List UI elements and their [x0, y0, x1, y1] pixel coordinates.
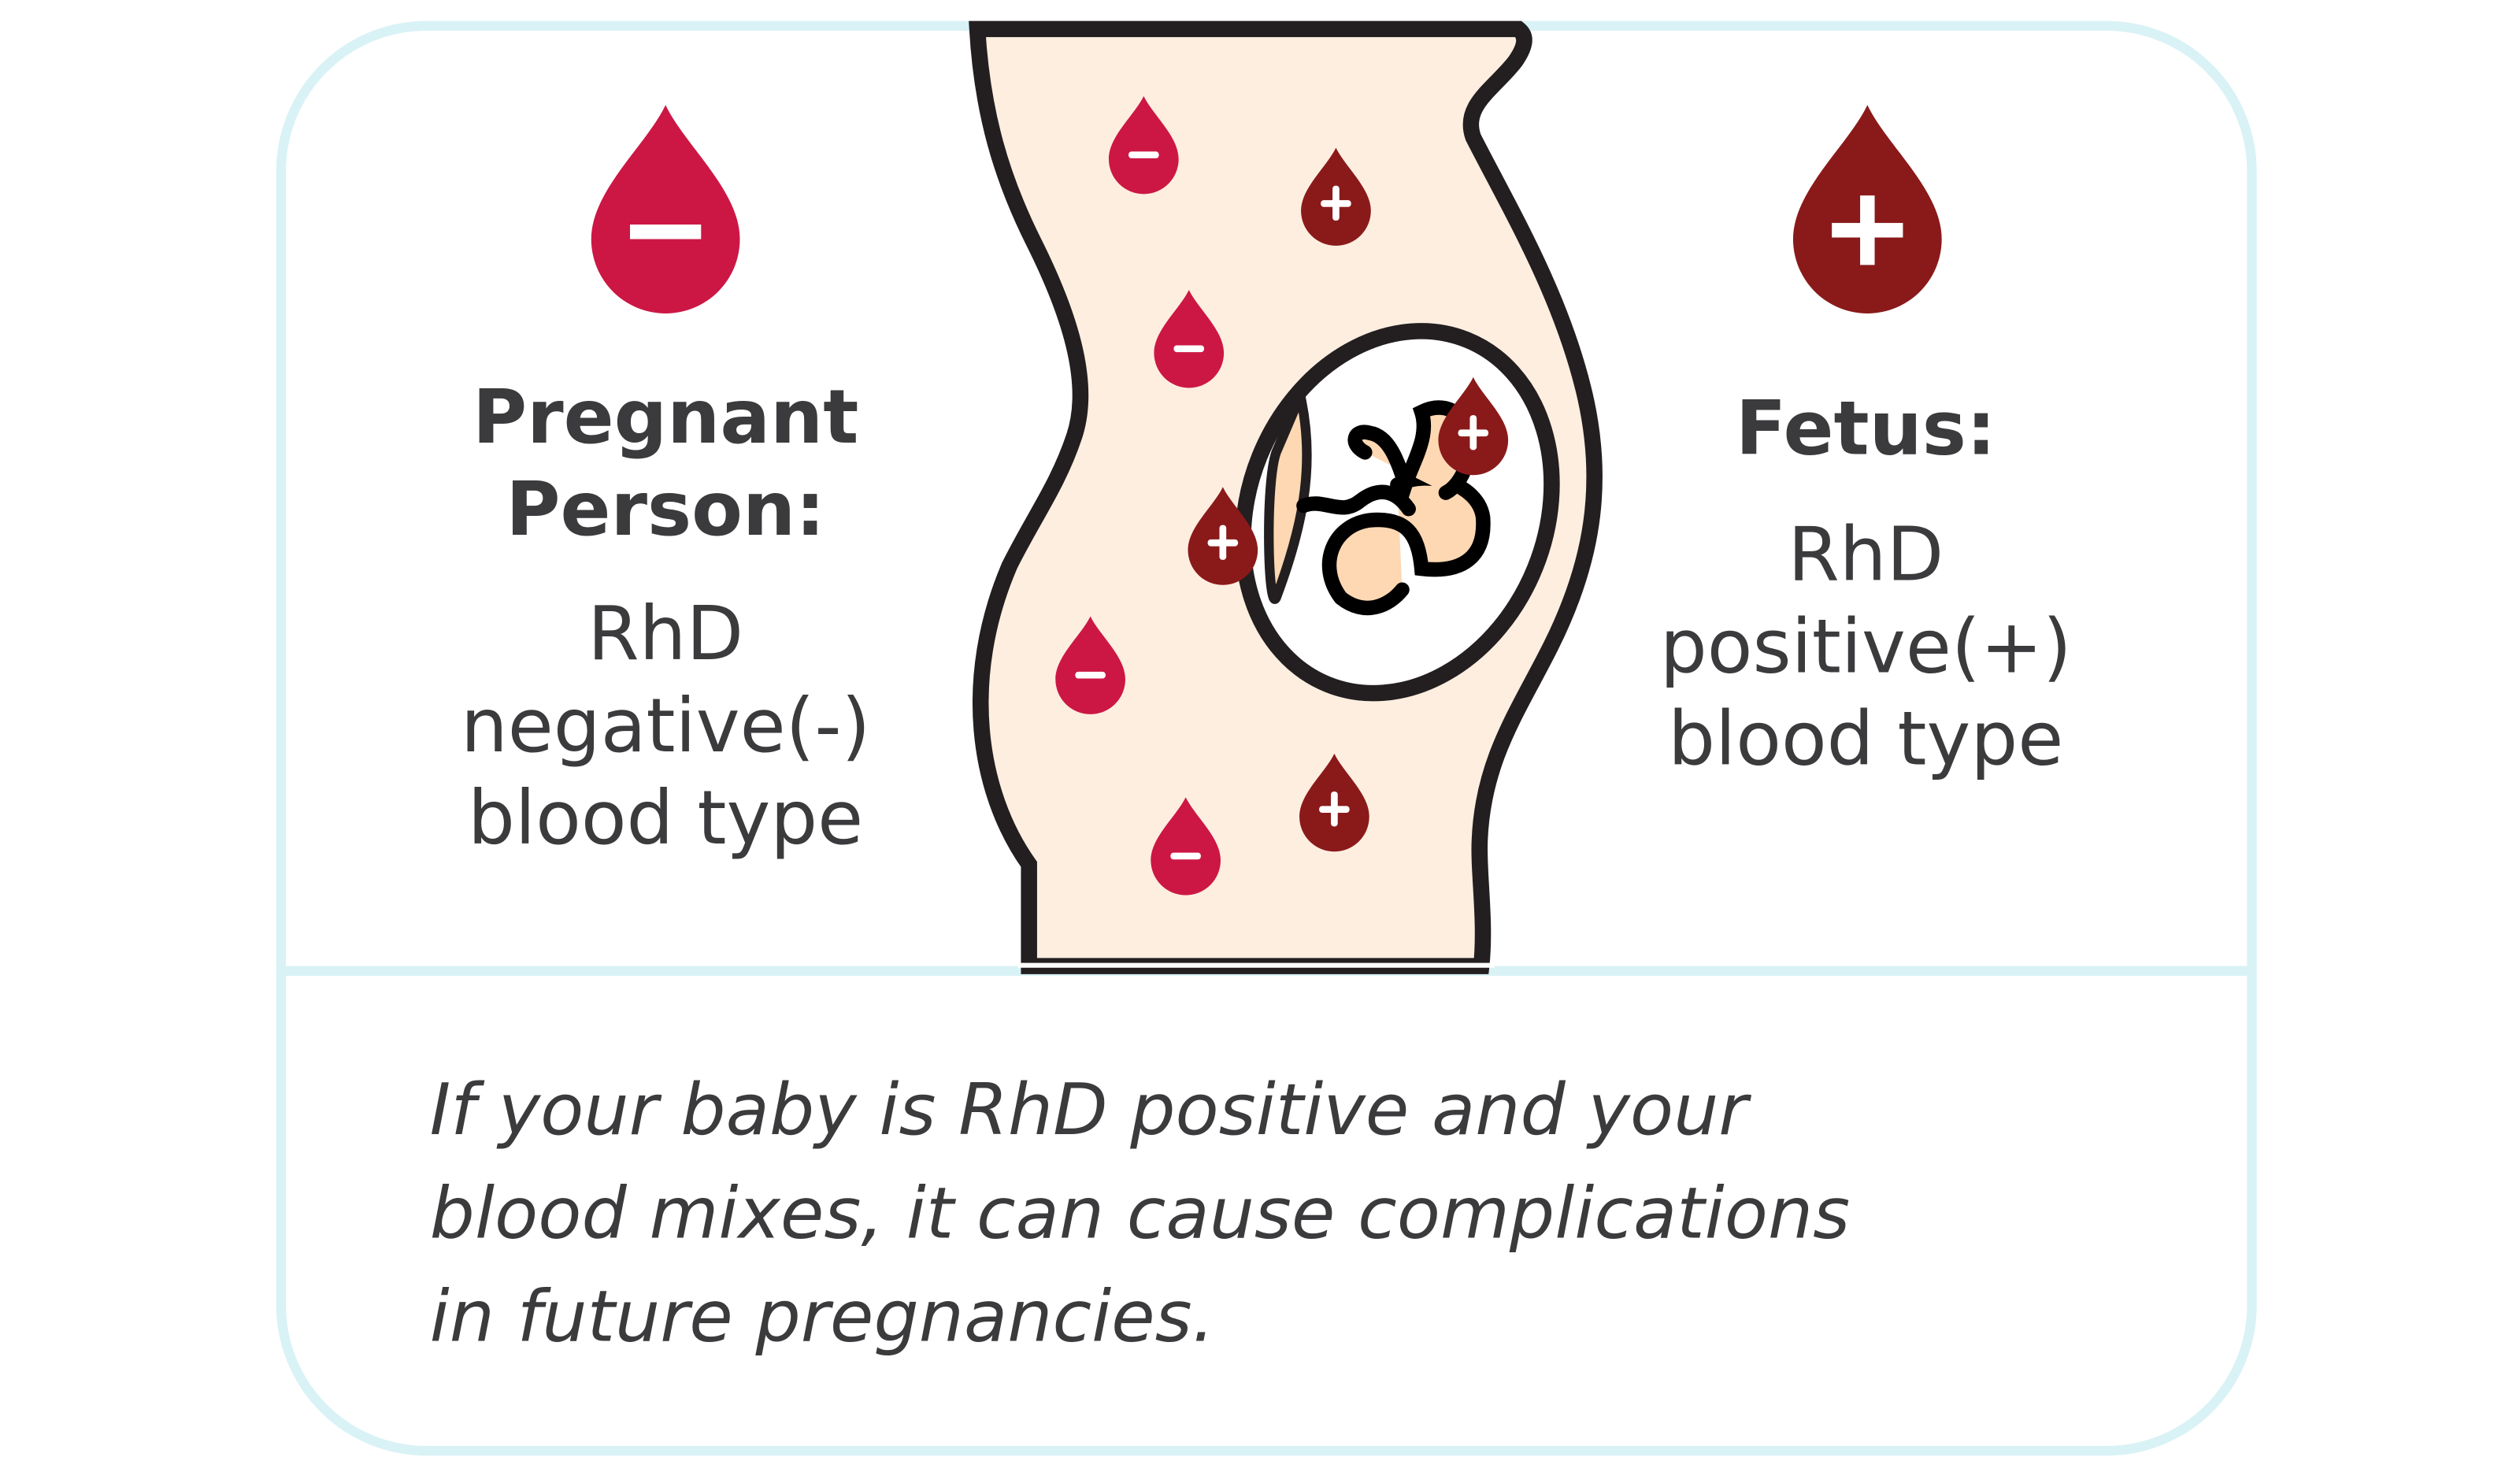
desc-line: RhD [587, 589, 744, 677]
desc-line: blood type [467, 773, 864, 862]
positive-drop-icon [1438, 376, 1509, 476]
title-line: Fetus: [1735, 384, 1996, 472]
negative-drop-icon [1151, 797, 1221, 895]
fetus-blood-type: RhD positive(+) blood type [1624, 509, 2108, 785]
desc-line: blood type [1668, 695, 2064, 782]
negative-drop-icon [1055, 616, 1125, 714]
blood-drop-minus-icon [591, 105, 740, 313]
title-line: Person: [506, 465, 825, 553]
caption-line: If your baby is RhD positive and your [429, 1069, 1748, 1152]
fetus-title: Fetus: [1624, 383, 2108, 475]
desc-line: positive(+) [1659, 603, 2072, 690]
blood-drop-plus-icon [1792, 105, 1942, 313]
positive-drop-icon [1299, 753, 1369, 852]
positive-drop-icon [1188, 487, 1258, 585]
caption-line: in future pregnancies. [429, 1276, 1215, 1359]
negative-drop-icon [1108, 95, 1179, 195]
pregnant-person-title: Pregnant Person: [423, 372, 907, 556]
fetus-drawing [1264, 380, 1491, 616]
pregnant-person-blood-type: RhD negative(-) blood type [423, 588, 907, 865]
desc-line: RhD [1788, 510, 1944, 598]
desc-line: negative(-) [460, 681, 871, 769]
positive-drop-icon [1301, 147, 1371, 246]
caption: If your baby is RhD positive and your bl… [430, 1060, 1851, 1370]
caption-line: blood mixes, it can cause complications [429, 1173, 1851, 1255]
title-line: Pregnant [472, 373, 859, 461]
negative-drop-icon [1154, 290, 1225, 388]
